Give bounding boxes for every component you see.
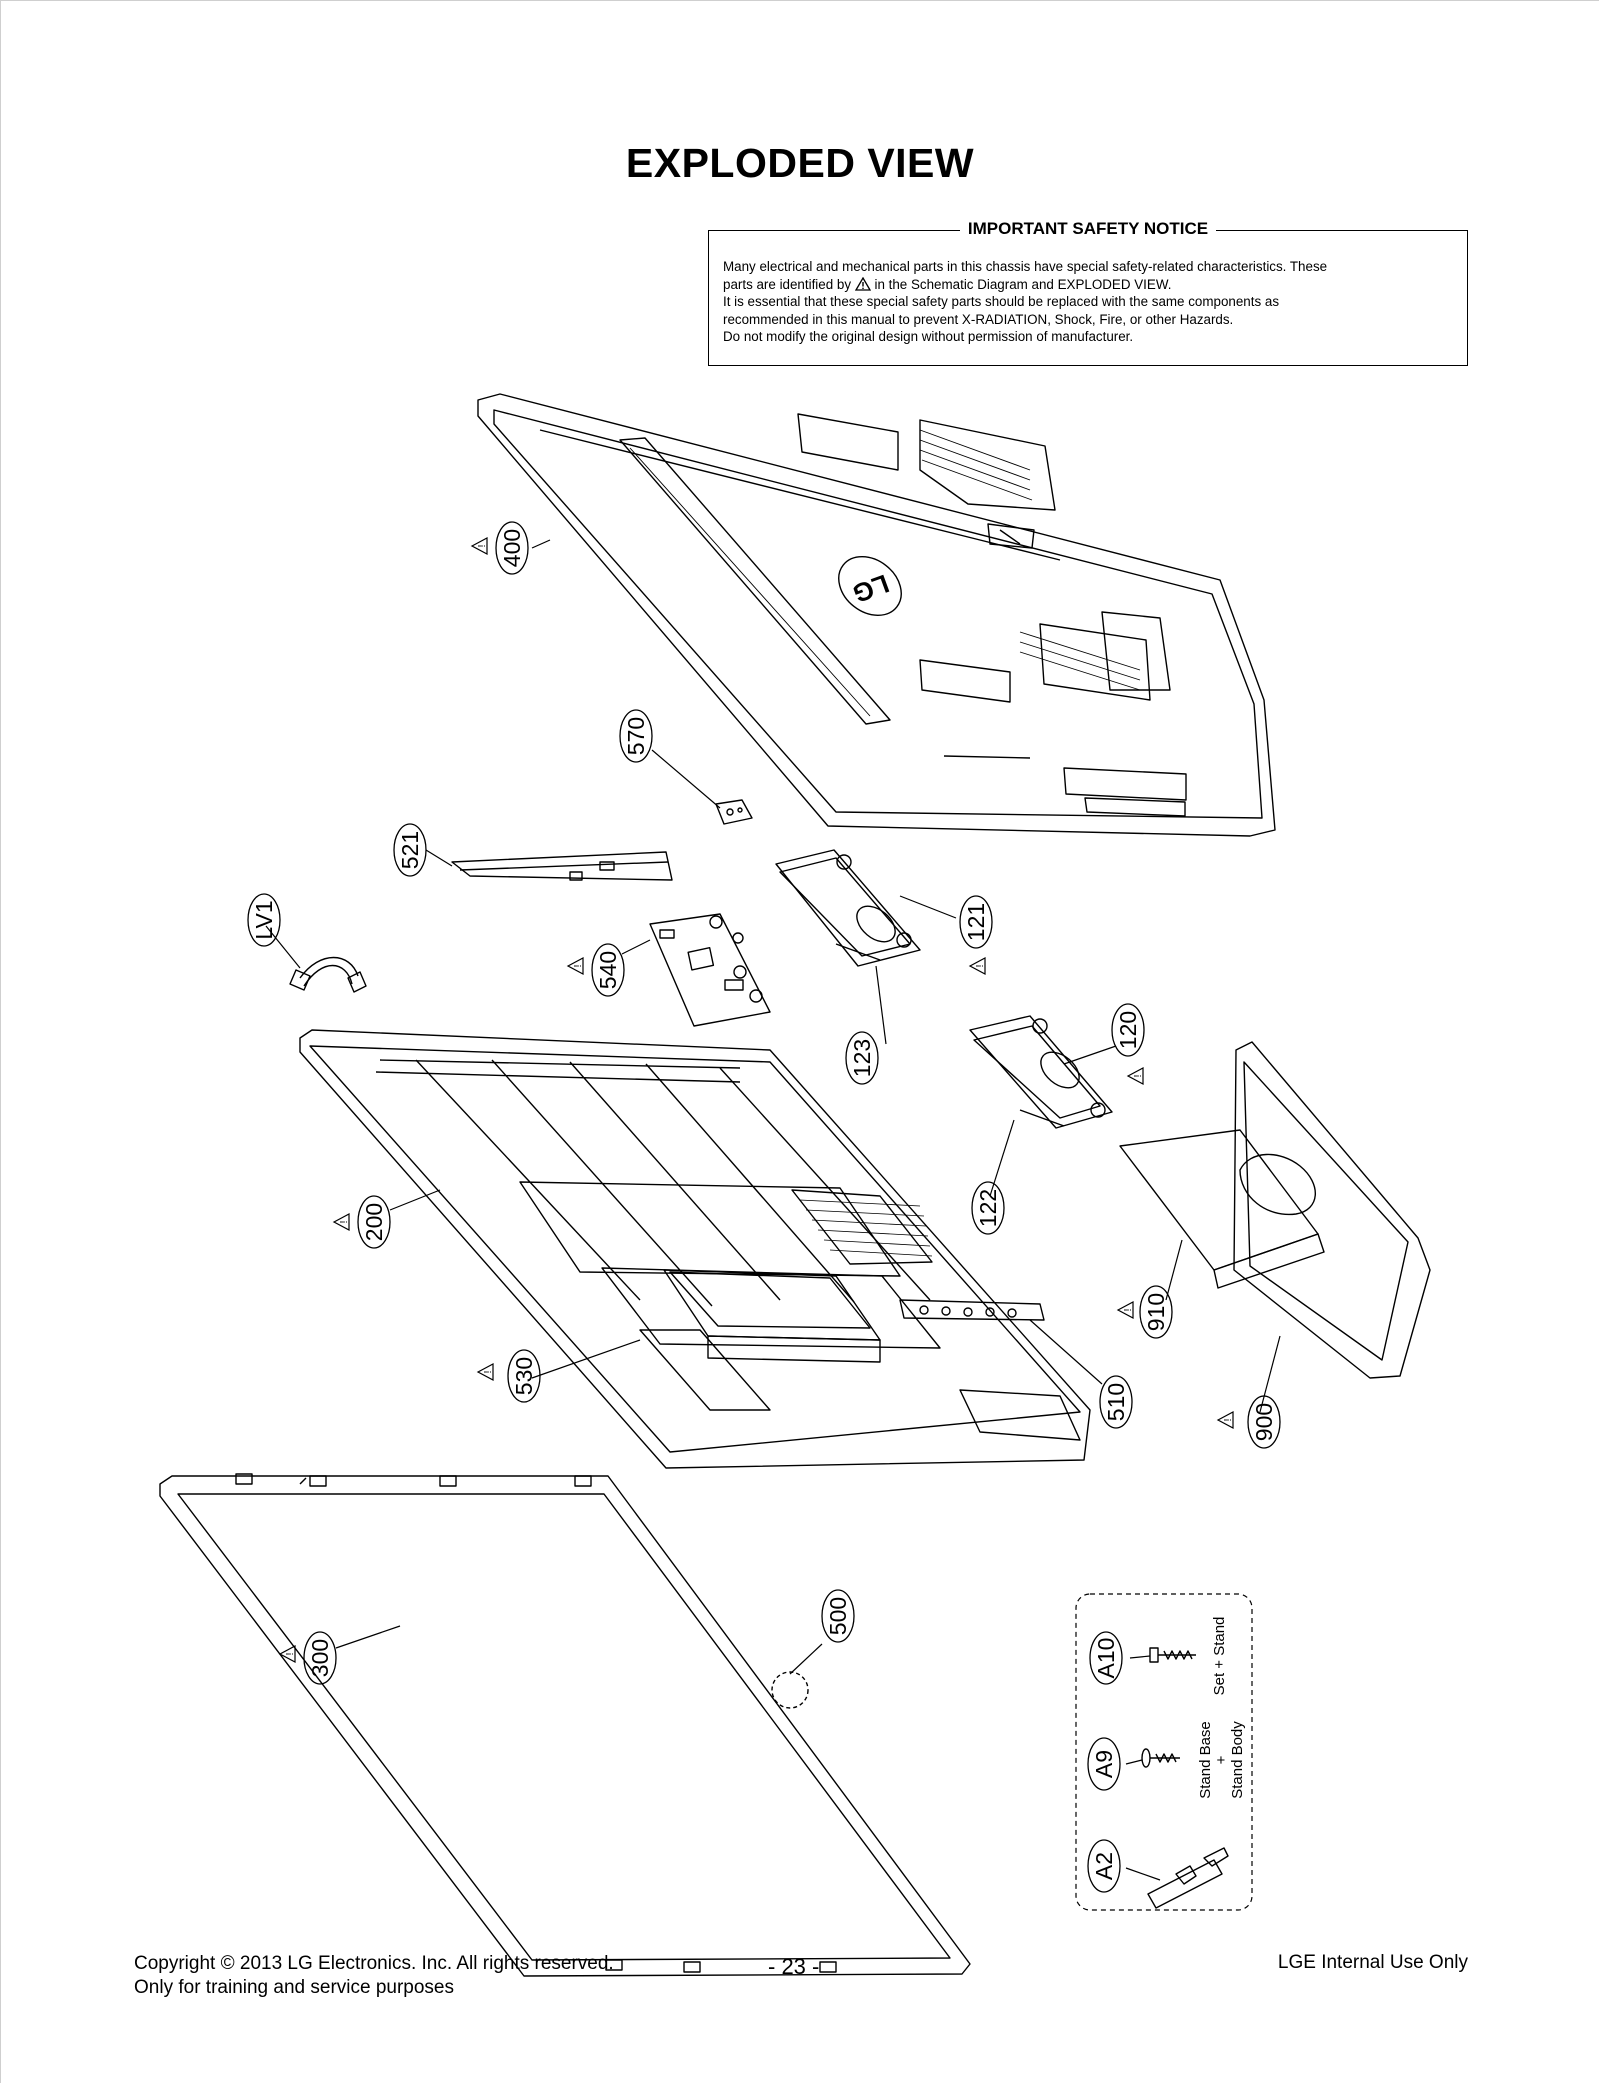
part-121-speaker [775, 849, 921, 967]
warning-triangle-icon [969, 957, 987, 975]
training-line: Only for training and service purposes [134, 1977, 454, 1998]
label-521: 521 [397, 831, 423, 869]
part-200-frame [299, 1029, 1091, 1469]
screw-a10 [1149, 1647, 1196, 1663]
screw-kit-box [1075, 1593, 1253, 1911]
part-530-power-board [663, 1269, 881, 1363]
label-910: 910 [1143, 1293, 1169, 1331]
notice-line-1: Many electrical and mechanical parts in … [723, 259, 1328, 274]
footer-copyright: Copyright © 2013 LG Electronics. Inc. Al… [134, 1952, 614, 2000]
warning-triangle-icon [1127, 1067, 1145, 1085]
label-ellipses [247, 521, 1281, 1893]
part-521-bracket [451, 851, 673, 881]
note-stand-base: Stand Base [1197, 1721, 1214, 1799]
safety-notice-title: IMPORTANT SAFETY NOTICE [959, 219, 1217, 238]
part-300-front-bezel [159, 1473, 971, 1977]
label-530: 530 [511, 1357, 537, 1395]
part-910-stand-body [1119, 1129, 1325, 1289]
label-900: 900 [1251, 1403, 1277, 1441]
warning-triangle-icon [1217, 1411, 1235, 1429]
part-570-board [715, 799, 753, 825]
part-120-speaker [969, 1015, 1113, 1129]
label-400: 400 [499, 529, 525, 567]
label-121: 121 [963, 903, 989, 941]
label-200: 200 [361, 1203, 387, 1241]
part-540-main-board [649, 913, 771, 1027]
label-570: 570 [623, 717, 649, 755]
note-plus: + [1213, 1755, 1230, 1764]
label-300: 300 [307, 1639, 333, 1677]
copyright-line: Copyright © 2013 LG Electronics. Inc. Al… [134, 1953, 614, 1974]
part-510-button-board [899, 1299, 1045, 1321]
warning-triangle-icon [854, 276, 871, 291]
label-120: 120 [1115, 1011, 1141, 1049]
lg-logo-text: LG [849, 569, 893, 610]
part-500-detail [771, 1671, 809, 1709]
leader-lines [265, 539, 1281, 1881]
safety-notice-body: Many electrical and mechanical parts in … [723, 258, 1453, 346]
lg-logo: LG [838, 556, 902, 616]
part-a2-cover [1147, 1847, 1229, 1909]
page-title: EXPLODED VIEW [625, 140, 975, 186]
notice-line-4: recommended in this manual to prevent X-… [723, 311, 1234, 327]
frame-grille [799, 1199, 933, 1257]
label-122: 122 [975, 1189, 1001, 1227]
warning-triangle-icon [471, 537, 489, 555]
label-a2: A2 [1091, 1852, 1117, 1880]
label-lv1: LV1 [251, 900, 277, 939]
footer-internal-use: LGE Internal Use Only [1277, 1952, 1468, 1973]
label-540: 540 [595, 951, 621, 989]
screw-a9 [1141, 1748, 1180, 1768]
warning-triangle-icon [333, 1213, 351, 1231]
notice-line-2: parts are identified by in the Schematic… [723, 276, 1172, 292]
note-set-stand: Set + Stand [1211, 1617, 1228, 1696]
label-a10: A10 [1093, 1638, 1119, 1679]
notice-line-3: It is essential that these special safet… [723, 294, 1280, 309]
back-cover-vents [629, 429, 1141, 717]
label-a9: A9 [1091, 1750, 1117, 1778]
label-123: 123 [849, 1039, 875, 1077]
part-lv1-cable [289, 956, 367, 993]
safety-notice-box: IMPORTANT SAFETY NOTICE Many electrical … [708, 219, 1468, 366]
label-500: 500 [825, 1597, 851, 1635]
back-cover-part [477, 393, 1276, 837]
warning-triangle-icon [1117, 1301, 1135, 1319]
page-number: - 23 - [768, 1954, 820, 1979]
warning-triangle-icon [279, 1645, 297, 1663]
notice-line-5: Do not modify the original design withou… [723, 329, 1134, 344]
part-900-stand-base [1233, 1041, 1431, 1379]
label-510: 510 [1103, 1383, 1129, 1421]
warning-triangle-icon [567, 957, 585, 975]
note-stand-body: Stand Body [1229, 1721, 1246, 1799]
warning-triangle-icon [477, 1363, 495, 1381]
